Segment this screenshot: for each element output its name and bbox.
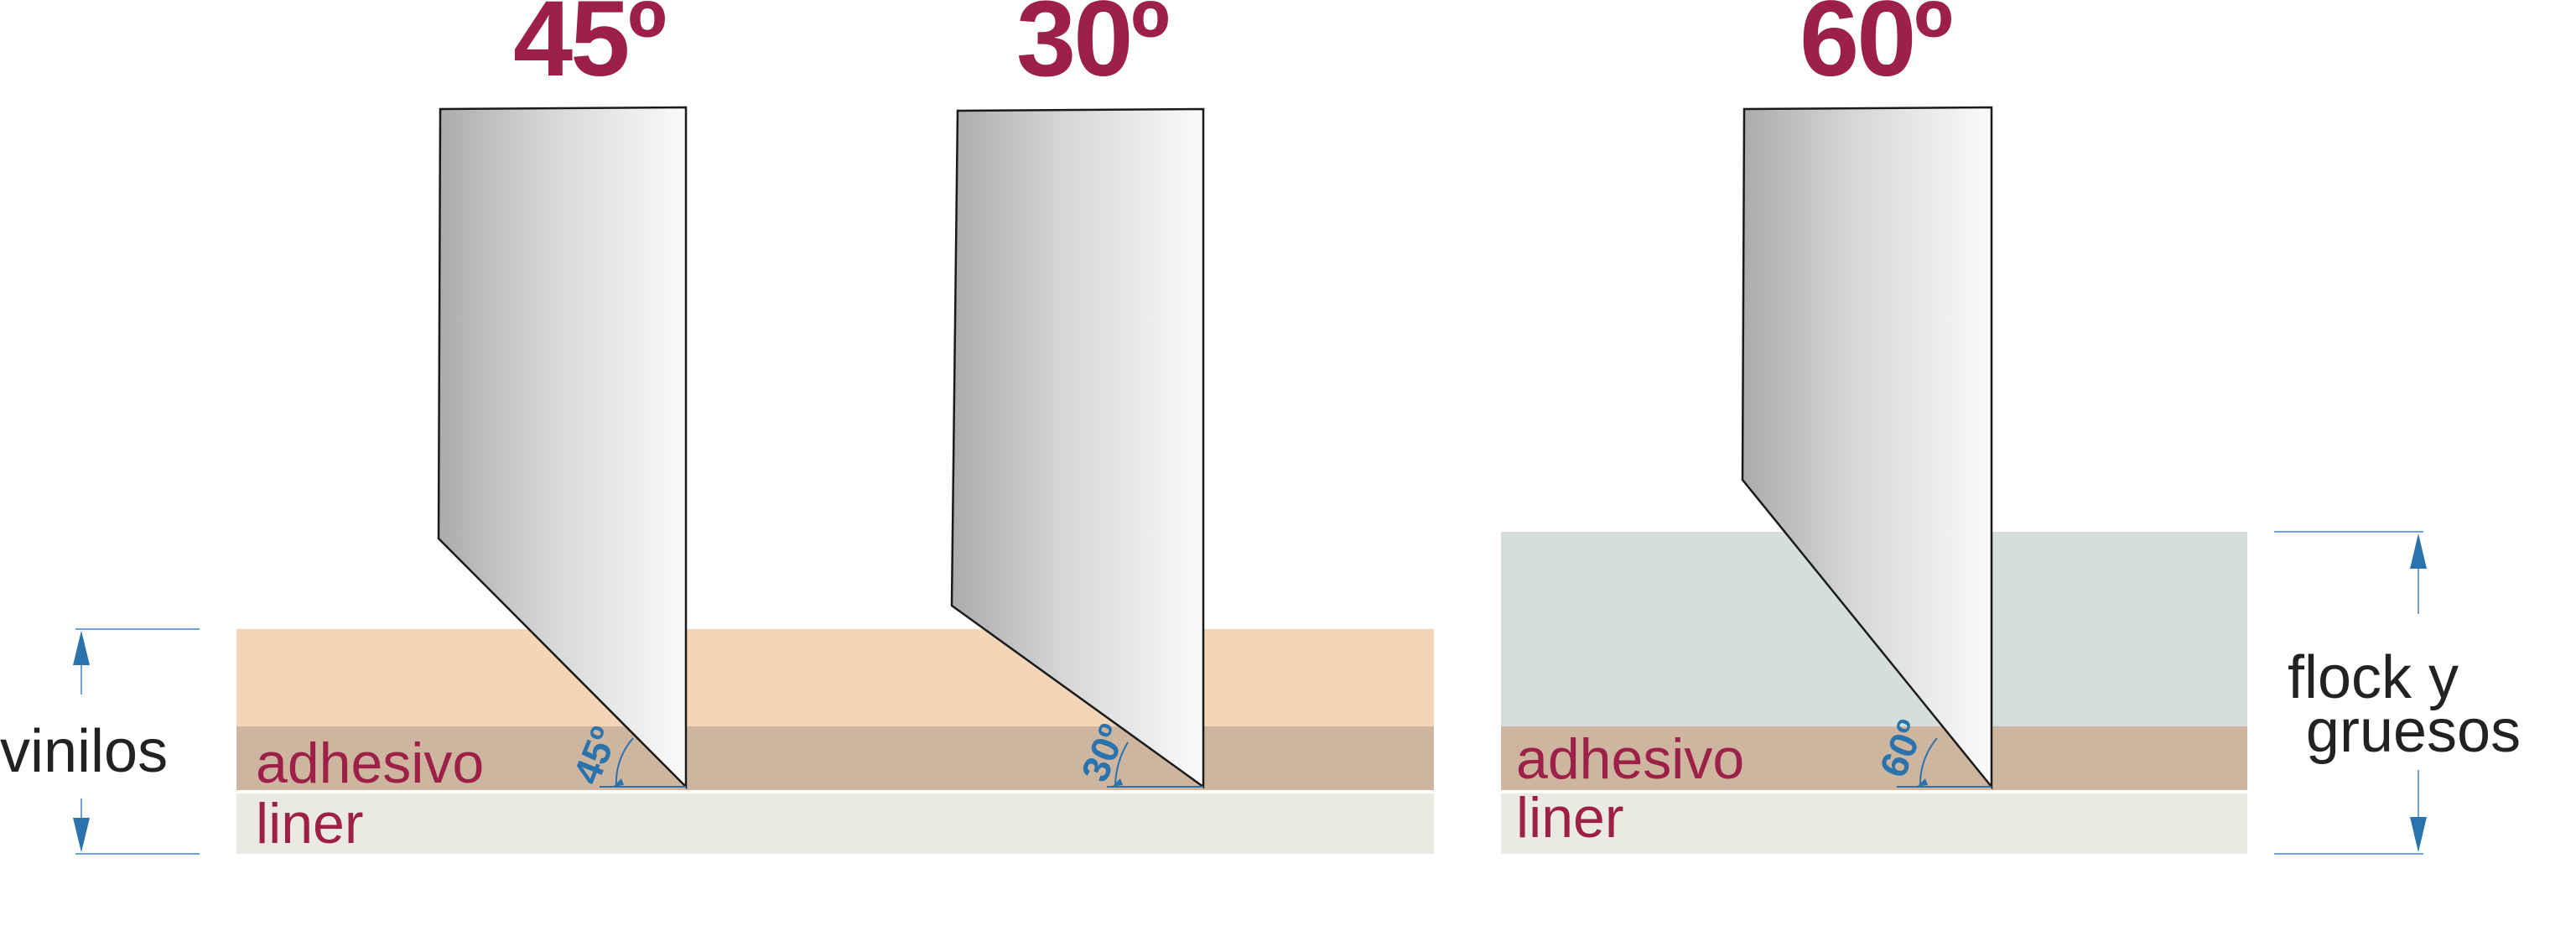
adhesive-label-left: adhesivo [256,731,484,795]
vinyl-layer [236,629,1434,726]
angle-title-45: 45º [513,0,665,99]
liner-layer-left [236,793,1434,854]
liner-label-right: liner [1516,786,1624,850]
flock-dimension [2274,531,2427,855]
adhesive-layer-right [1501,726,2247,790]
flock-side-label-line2: gruesos [2306,698,2521,765]
vinyl-material [236,629,1434,854]
adhesive-layer-left [236,726,1434,790]
angle-marker-45 [600,737,686,788]
angle-marker-30 [1107,741,1203,788]
vinyl-side-label: vinilos [0,718,168,785]
angle-title-30: 30º [1016,0,1168,99]
liner-layer-right [1501,793,2247,854]
angle-title-60: 60º [1800,0,1951,99]
adhesive-label-right: adhesivo [1516,727,1744,791]
flock-side-label-line1: flock y [2288,644,2459,711]
vinyl-dimension [73,628,200,855]
liner-label-left: liner [256,792,364,856]
angle-marker-60 [1897,737,1992,788]
